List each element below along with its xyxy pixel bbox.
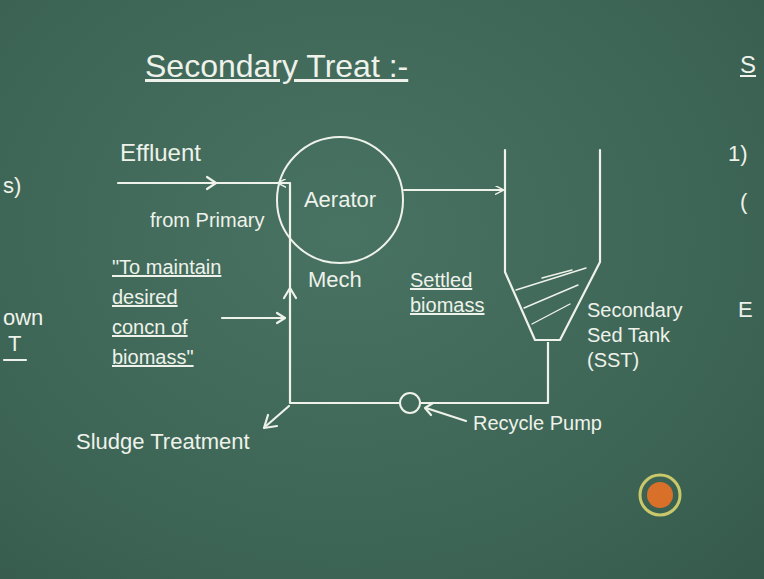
edge-fragment: T	[8, 330, 21, 358]
board-title: Secondary Treat :-	[145, 46, 408, 86]
effluent-label: Effluent	[120, 138, 201, 168]
source-label: from Primary	[150, 208, 264, 233]
aerator-label: Aerator	[278, 186, 402, 214]
tank-wall	[505, 150, 600, 340]
tank-label: Secondary Sed Tank (SST)	[587, 298, 702, 373]
flow-connector	[278, 183, 399, 403]
edge-fragment: 1)	[728, 140, 748, 168]
record-ring	[640, 475, 680, 515]
edge-fragment: (	[740, 188, 747, 216]
aerator-circle: Aerator	[276, 136, 404, 264]
leader-arrow	[426, 408, 466, 421]
note-label: "To maintain desired concn of biomass"	[112, 252, 230, 372]
flow-arrowhead	[207, 177, 216, 189]
sludge-label: Sludge Treatment	[76, 428, 250, 456]
effluent-line	[118, 182, 290, 184]
flow-arrowhead	[425, 403, 433, 415]
flow-connector	[421, 342, 548, 403]
record-dot	[647, 482, 673, 508]
flow-connector	[403, 189, 503, 191]
edge-fragment: E	[738, 296, 753, 324]
biomass-label: Settled biomass	[410, 268, 500, 318]
edge-fragment: S	[740, 50, 756, 80]
chalk-mark	[4, 359, 26, 361]
settling-tank: Secondary Sed Tank (SST)	[502, 148, 602, 342]
recycle-pump: Recycle Pump	[399, 392, 421, 414]
sludge-line	[266, 406, 289, 426]
edge-fragment: s)	[3, 172, 21, 200]
pump-label: Recycle Pump	[473, 411, 602, 436]
note-arrow	[222, 317, 285, 319]
sludge-hatch	[532, 304, 570, 324]
record-icon	[640, 475, 680, 515]
flow-arrowhead	[277, 313, 285, 323]
flow-arrowhead	[264, 415, 277, 428]
mech-label: Mech	[308, 266, 362, 294]
sludge-hatch	[542, 270, 572, 278]
edge-fragment: own	[3, 304, 43, 332]
